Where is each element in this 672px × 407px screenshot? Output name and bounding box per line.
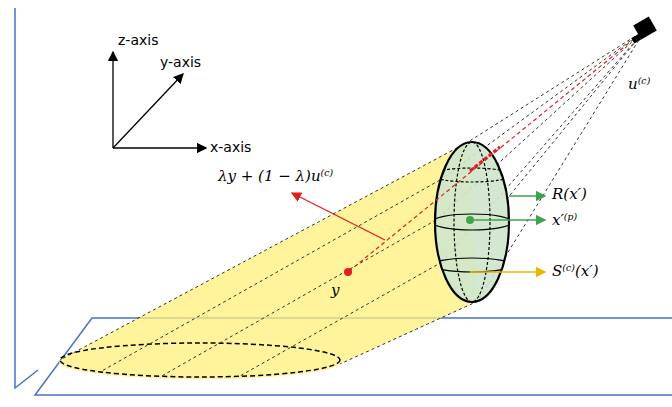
leader-arrow	[474, 219, 545, 220]
point-label: y	[331, 282, 339, 299]
camera	[631, 17, 657, 44]
point-y	[344, 268, 352, 276]
axes	[113, 52, 206, 148]
region-label: R(x′)	[552, 186, 587, 203]
leader-arrow	[292, 193, 385, 240]
axis-label: y-axis	[160, 55, 201, 70]
center-label: x′⁽ᵖ⁾	[552, 212, 577, 229]
camera-label: u⁽ᶜ⁾	[628, 76, 650, 93]
ground-shadow	[60, 343, 340, 377]
ray-point-label: λy + (1 − λ)u⁽ᶜ⁾	[218, 168, 333, 185]
axis-label: z-axis	[118, 33, 158, 48]
planes	[15, 8, 672, 395]
center-point	[466, 216, 474, 224]
rays	[60, 30, 645, 377]
ray-inside	[470, 147, 500, 171]
axis-label: x-axis	[210, 140, 251, 155]
ellipsoid	[432, 142, 512, 302]
projection-ray	[348, 30, 645, 272]
leader-arrow	[509, 195, 545, 196]
shadow-cone	[59, 142, 478, 379]
shadow-label: S⁽ᶜ⁾(x′)	[552, 263, 599, 280]
leader-arrow	[470, 271, 545, 272]
